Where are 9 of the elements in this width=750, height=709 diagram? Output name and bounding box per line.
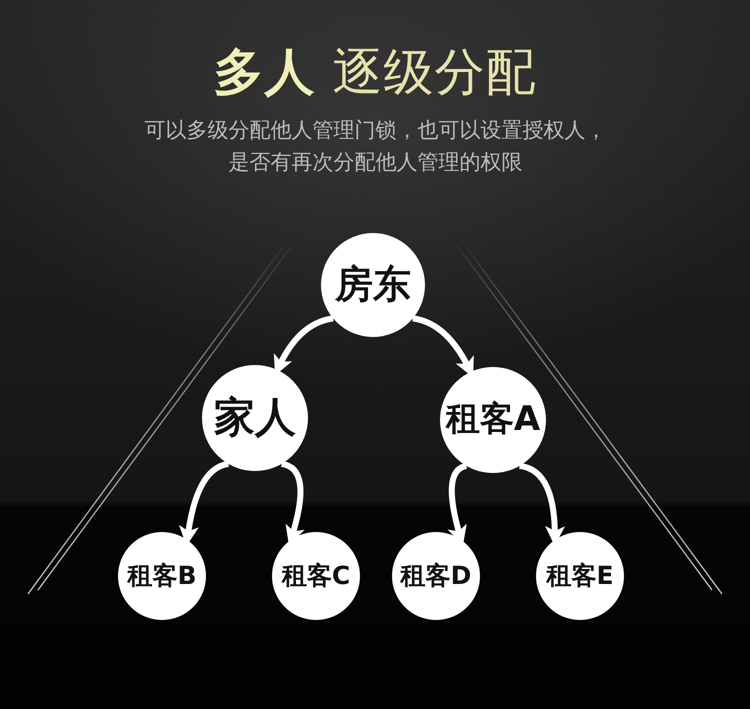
title: 多人 逐级分配 [212, 42, 538, 102]
node-label: 房东 [335, 264, 411, 306]
subtitle: 可以多级分配他人管理门锁，也可以设置授权人，是否有再次分配他人管理的权限 [144, 117, 608, 176]
node-label: 租客B [127, 562, 197, 590]
node-label: 租客E [546, 562, 614, 590]
node-label: 租客D [400, 562, 472, 590]
node-label: 租客A [446, 401, 540, 439]
node-label: 家人 [214, 395, 296, 441]
node-label: 租客C [282, 562, 350, 590]
